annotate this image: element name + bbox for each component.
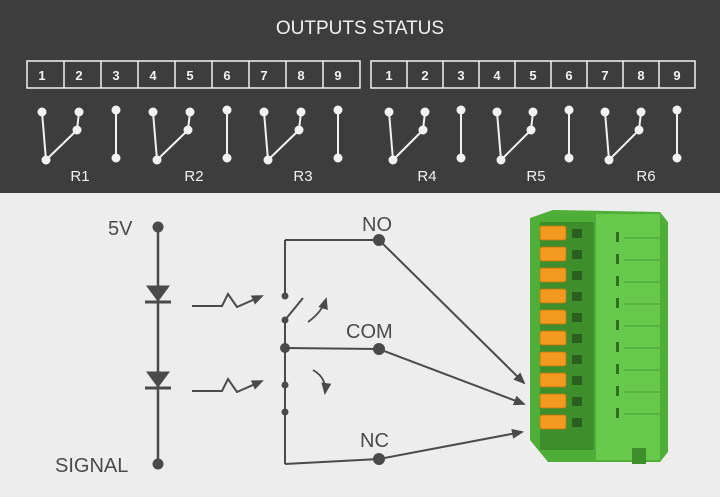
pin-label: 1	[38, 68, 45, 83]
relay-r2-contacts	[148, 105, 232, 165]
pin-label: 2	[421, 68, 428, 83]
led-bottom-icon	[145, 371, 171, 390]
led-top-icon	[145, 285, 171, 304]
pin-label: 7	[260, 68, 267, 83]
relay-label-r2: R2	[184, 168, 203, 185]
header-title: OUTPUTS STATUS	[276, 18, 444, 39]
signal-node	[152, 458, 164, 470]
pin-label: 4	[493, 68, 501, 83]
relay-label-r3: R3	[293, 168, 312, 185]
pin-label: 3	[112, 68, 119, 83]
pin-label: 8	[637, 68, 644, 83]
light-arrow-icon	[192, 292, 264, 309]
pin-label: 9	[673, 68, 680, 83]
pin-block-left: 1 2 3 4 5 6 7 8 9	[26, 60, 361, 89]
relay-r5-contacts	[492, 105, 574, 165]
no-wire-arrow	[378, 239, 526, 385]
terminal-block-icon	[530, 210, 668, 464]
relay-r6-contacts	[600, 105, 682, 165]
pin-label: 5	[529, 68, 536, 83]
relay-r3-contacts	[259, 105, 343, 165]
relay-r1-contacts	[37, 105, 121, 165]
pin-label: 6	[565, 68, 572, 83]
relay-switch	[280, 234, 385, 465]
relay-label-r4: R4	[417, 168, 436, 185]
switch-arrow-icon	[312, 369, 332, 395]
relay-label-r1: R1	[70, 168, 89, 185]
nc-label: NC	[360, 430, 389, 452]
pin-label: 9	[334, 68, 341, 83]
circuit: 5V SIGNAL	[55, 214, 526, 477]
relay-label-r5: R5	[526, 168, 545, 185]
pin-label: 1	[385, 68, 392, 83]
com-wire-arrow	[378, 348, 526, 406]
signal-label: SIGNAL	[55, 455, 128, 477]
pin-label: 3	[457, 68, 464, 83]
pin-block-right: 1 2 3 4 5 6 7 8 9	[370, 60, 696, 89]
pin-label: 2	[75, 68, 82, 83]
no-label: NO	[362, 214, 392, 236]
supply-node	[152, 221, 164, 233]
pin-label: 6	[223, 68, 230, 83]
pin-label: 8	[297, 68, 304, 83]
switch-arrow-icon	[307, 297, 328, 323]
com-label: COM	[346, 321, 393, 343]
pin-label: 4	[149, 68, 157, 83]
pin-label: 5	[186, 68, 193, 83]
light-arrow-icon	[192, 377, 264, 394]
relay-r4-contacts	[384, 105, 466, 165]
pin-label: 7	[601, 68, 608, 83]
header-panel	[0, 0, 720, 193]
relay-label-r6: R6	[636, 168, 655, 185]
supply-label: 5V	[108, 218, 133, 240]
nc-wire-arrow	[378, 428, 524, 460]
